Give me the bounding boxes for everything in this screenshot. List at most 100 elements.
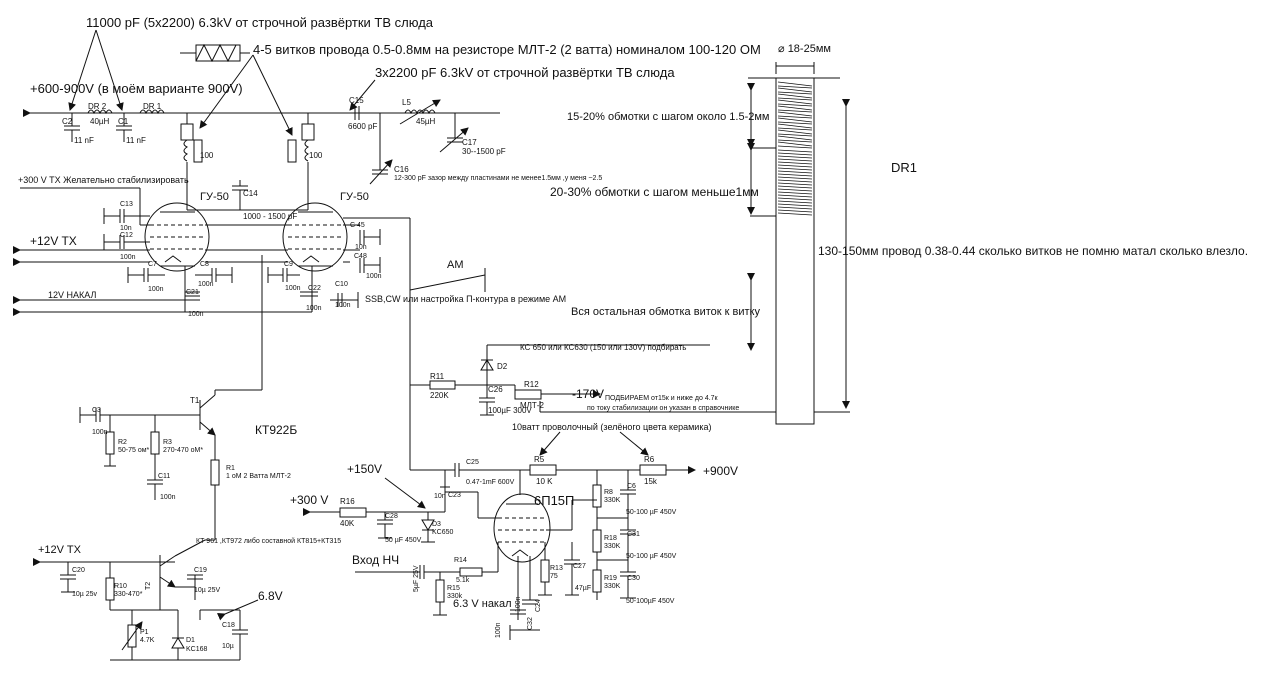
- label-r13v: 75: [550, 573, 558, 580]
- label-r6v: 15k: [644, 477, 658, 486]
- anode-resistors: [180, 113, 315, 210]
- label-c18: C18: [222, 622, 235, 629]
- label-d2: D2: [497, 362, 508, 371]
- label-c18v: 10µ: [222, 643, 234, 650]
- label-r18: R18: [604, 535, 617, 542]
- label-c24: C24: [535, 599, 542, 612]
- label-r12: R12: [524, 380, 539, 389]
- label-c9v: 100n: [285, 285, 301, 292]
- note-plus900: +900V: [703, 464, 738, 478]
- note-kt961: КТ 961 ,КТ972 либо составной КТ815+КТ315: [196, 537, 341, 545]
- label-r10: R10: [114, 583, 127, 590]
- label-coil-diameter: ⌀ 18-25мм: [778, 43, 831, 55]
- label-coil-w3: Вся остальная обмотка виток к витку: [571, 306, 760, 318]
- label-gu50a: ГУ-50: [200, 191, 229, 203]
- kt922-stage: [79, 390, 220, 500]
- label-d1: D1: [186, 637, 195, 644]
- coil-drawing: [747, 62, 850, 425]
- am-switch: [409, 268, 486, 292]
- label-c2: C2: [62, 117, 73, 126]
- note-ssb: SSB,CW или настройка П-контура в режиме …: [365, 294, 566, 304]
- note-r12-sel2: по току стабилизации он указан в справоч…: [587, 404, 739, 412]
- label-t1: T1: [190, 396, 200, 405]
- label-c31: C31: [627, 531, 640, 538]
- label-c19v: 10µ 25V: [194, 587, 221, 594]
- tube-caps: [103, 208, 381, 308]
- label-r18v: 330K: [604, 543, 621, 550]
- note-r12-sel: ПОДБИРАЕМ от15к и ниже до 4.7к: [605, 395, 719, 402]
- label-r100b: 100: [309, 151, 323, 160]
- label-c32: C32: [527, 617, 534, 630]
- note-r5: 10ватт проволочный (зелёного цвета керам…: [512, 422, 711, 432]
- label-d3: D3: [432, 521, 441, 528]
- label-c28v: 50 µF 450V: [385, 537, 422, 544]
- note-plus300: +300 V: [290, 493, 328, 507]
- label-r2v: 50-75 ом*: [118, 447, 150, 454]
- label-c15: C15: [349, 96, 364, 105]
- label-r19v: 330K: [604, 583, 621, 590]
- label-c1: C1: [118, 117, 129, 126]
- label-c45v: 10n: [355, 244, 367, 251]
- label-c27: C27: [573, 563, 586, 570]
- label-c31v: 50-100 µF 450V: [626, 553, 677, 560]
- label-c16: C16: [394, 165, 409, 174]
- label-p1v: 4.7K: [140, 637, 155, 644]
- label-c20v: 10µ 25v: [72, 591, 98, 598]
- note-vhod: Вход НЧ: [352, 553, 399, 567]
- label-r100a: 100: [200, 151, 214, 160]
- label-r5: R5: [534, 455, 545, 464]
- label-c48: C48: [354, 253, 367, 260]
- label-r16v: 40K: [340, 519, 355, 528]
- label-c20: C20: [72, 567, 85, 574]
- label-c21: C21: [186, 289, 199, 296]
- label-c45: C 45: [350, 222, 365, 229]
- label-p15: 6П15П: [534, 493, 574, 508]
- label-r11v: 220K: [430, 391, 449, 400]
- label-c23: C23: [448, 492, 461, 499]
- label-r10v: 330-470*: [114, 591, 143, 598]
- label-dr1s: DR 1: [143, 102, 162, 111]
- label-c26v: 100µF 300V: [488, 406, 532, 415]
- note-caps-5x2200: 11000 pF (5x2200) 6.3kV от строчной разв…: [86, 15, 434, 30]
- tube-gu50-left: [144, 202, 210, 272]
- label-c11: C11: [158, 473, 170, 480]
- label-c21v: 100n: [188, 311, 204, 318]
- label-p1: P1: [140, 629, 149, 636]
- label-c7v: 100n: [148, 286, 164, 293]
- label-c28: C28: [385, 513, 398, 520]
- label-c25: C25: [466, 459, 479, 466]
- label-c14: C14: [243, 189, 258, 198]
- label-rr1: R1: [226, 465, 235, 472]
- label-c3: C3: [92, 407, 101, 414]
- note-tx12b: +12V TX: [38, 544, 82, 556]
- label-c32v: 100n: [495, 622, 502, 638]
- note-caps-3x2200: 3x2200 pF 6.3kV от строчной развёртки ТВ…: [375, 65, 675, 80]
- label-dr1: DR1: [891, 160, 917, 175]
- label-c15v: 6600 pF: [348, 122, 377, 131]
- label-r15v: 330k: [447, 593, 463, 600]
- label-c17v: 30--1500 pF: [462, 147, 506, 156]
- label-r19: R19: [604, 575, 617, 582]
- label-c22: C22: [308, 285, 321, 292]
- main-supply-line: [23, 99, 500, 185]
- label-r6: R6: [644, 455, 655, 464]
- label-c13v: 10n: [120, 225, 132, 232]
- label-r8: R8: [604, 489, 613, 496]
- label-r14: R14: [454, 557, 467, 564]
- label-r14v: 5.1k: [456, 577, 470, 584]
- label-c13: C13: [120, 201, 133, 208]
- label-c6: C6: [627, 483, 636, 490]
- coil-turns: [777, 81, 813, 216]
- label-am: AM: [447, 259, 464, 271]
- label-c7: C7: [148, 261, 157, 268]
- label-t2: T2: [145, 582, 152, 590]
- label-c1v: 11 nF: [126, 136, 146, 145]
- label-d3v: KC650: [432, 529, 454, 536]
- label-c8v: 100n: [198, 281, 214, 288]
- label-c3v: 100n: [92, 429, 108, 436]
- winding-symbol: [180, 43, 250, 63]
- leader-lines: [68, 29, 376, 136]
- leader-r6: [619, 431, 649, 456]
- label-c23v: 10n: [434, 493, 446, 500]
- label-c30v: 50-100µF 450V: [626, 598, 675, 605]
